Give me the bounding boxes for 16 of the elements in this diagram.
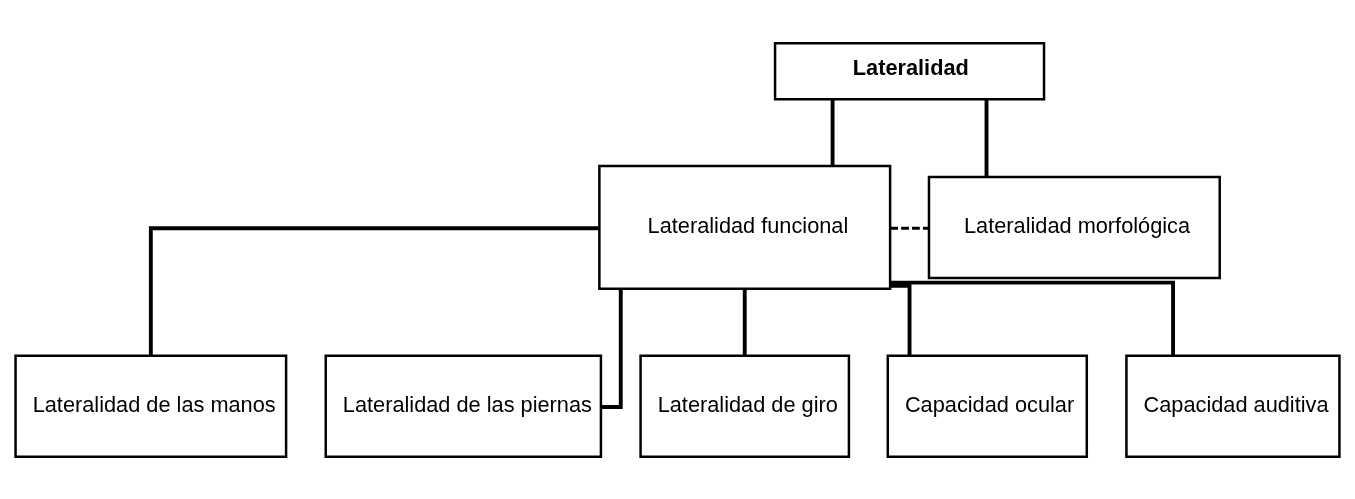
connector [984, 99, 989, 177]
node-box: Lateralidad morfológica [927, 175, 1221, 279]
node-box: Capacidad auditiva [1125, 353, 1341, 458]
node-box: Lateralidad funcional [598, 164, 892, 290]
node-box: Capacidad ocular [886, 353, 1089, 458]
connector [890, 280, 1175, 355]
connector [830, 99, 835, 166]
connector [890, 226, 929, 230]
node-box: Lateralidad de giro [639, 353, 851, 458]
connector [148, 225, 599, 356]
connector [890, 283, 912, 355]
node-box: Lateralidad de las manos [14, 353, 288, 458]
node-box: Lateralidad [773, 41, 1046, 100]
node-box: Lateralidad de las piernas [324, 353, 603, 458]
connector [601, 288, 623, 409]
connector [742, 288, 747, 355]
